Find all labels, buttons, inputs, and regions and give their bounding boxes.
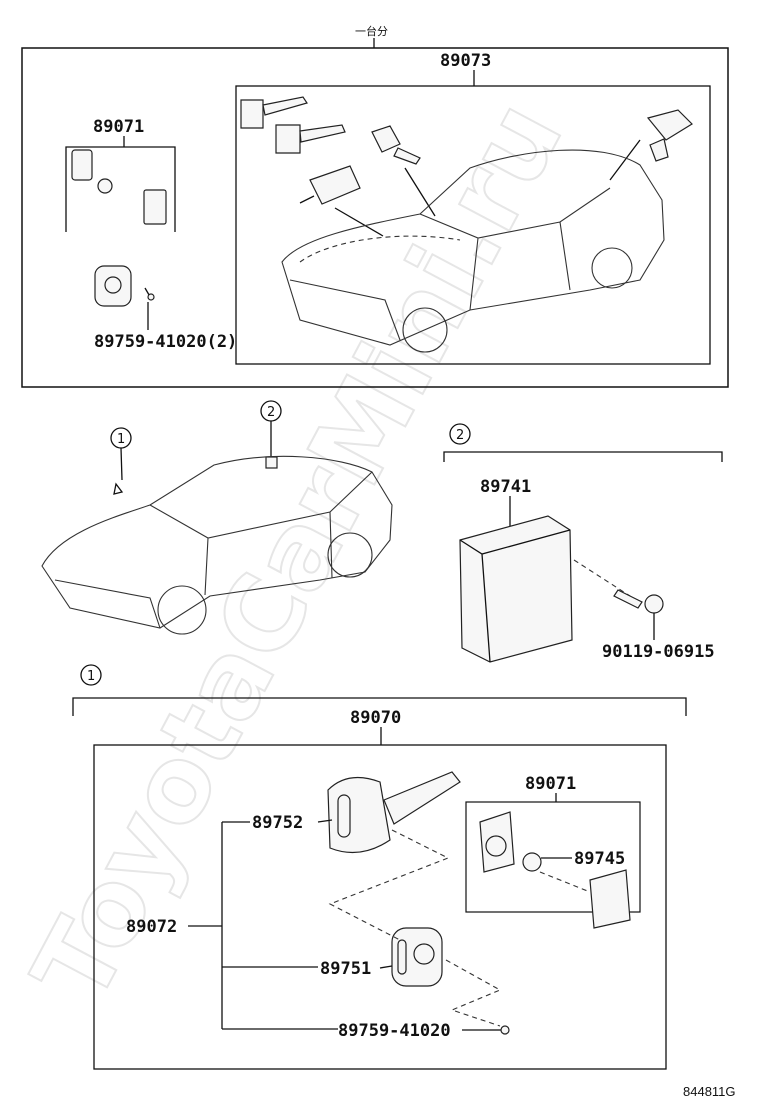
transponder-housing-icon	[479, 811, 515, 873]
transponder-cover-icon	[589, 869, 631, 929]
label-89759-41020[interactable]: 89759-41020	[338, 1021, 451, 1041]
bolt-icon	[613, 589, 664, 614]
label-89751[interactable]: 89751	[320, 959, 371, 979]
svg-text:1: 1	[87, 669, 95, 684]
key-head-89751-icon	[391, 927, 443, 987]
label-90119-06915[interactable]: 90119-06915	[602, 642, 715, 662]
transponder-case-icon	[71, 149, 167, 225]
svg-text:2: 2	[456, 428, 464, 443]
callout-1-bottom: 1	[80, 664, 102, 686]
label-89072[interactable]: 89072	[126, 917, 177, 937]
key-blank-icon	[240, 96, 308, 129]
key-89752-icon	[327, 771, 461, 854]
frame-89070	[93, 744, 667, 1070]
door-lock-cylinder-icon	[371, 125, 421, 165]
header-note: 一台分	[355, 24, 388, 38]
kit-frame-top	[21, 47, 729, 388]
callout-2-bracket: 2	[449, 423, 471, 445]
frame-89071-bottom	[465, 801, 641, 913]
label-89073[interactable]: 89073	[440, 51, 491, 71]
key-icon	[275, 124, 346, 154]
screw-bottom-icon	[490, 1025, 510, 1035]
figure-code: 844811G	[683, 1084, 736, 1099]
transponder-chip-icon	[522, 852, 542, 872]
callout-2-mid: 2	[260, 400, 282, 422]
key-head-top-icon	[94, 265, 132, 307]
trunk-lock-cylinder-icon	[646, 109, 693, 162]
label-89759-41020-2[interactable]: 89759-41020(2)	[94, 332, 237, 352]
label-89070[interactable]: 89070	[350, 708, 401, 728]
car-illustration-middle	[41, 455, 393, 635]
svg-text:1: 1	[117, 432, 125, 447]
svg-text:2: 2	[267, 405, 275, 420]
ecu-module-icon	[459, 515, 573, 663]
label-89071-bottom[interactable]: 89071	[525, 774, 576, 794]
callout-1-mid: 1	[110, 427, 132, 449]
ignition-cylinder-icon	[299, 165, 361, 205]
car-illustration-top	[281, 149, 665, 353]
label-89071-top[interactable]: 89071	[93, 117, 144, 137]
label-89745[interactable]: 89745	[574, 849, 625, 869]
label-89741[interactable]: 89741	[480, 477, 531, 497]
screw-top-icon	[144, 287, 155, 301]
ecu-location-marker	[265, 456, 278, 469]
frame-89073	[235, 85, 711, 365]
label-89752[interactable]: 89752	[252, 813, 303, 833]
